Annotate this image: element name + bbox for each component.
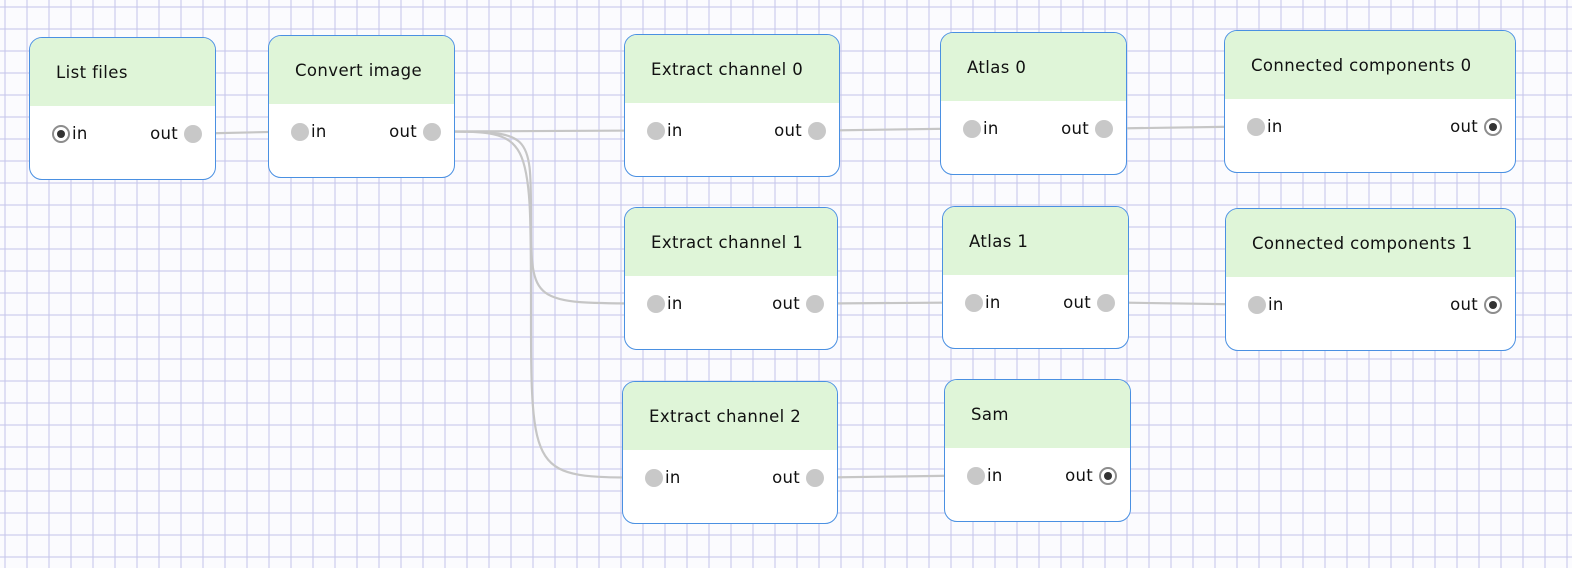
port-connected-icon: [1484, 117, 1502, 136]
port-label: in: [987, 466, 1003, 485]
port-label: out: [150, 124, 178, 143]
node-title: List files: [56, 62, 128, 82]
output-port[interactable]: out: [774, 121, 826, 140]
node-header: List files: [30, 38, 215, 106]
node-header: Connected components 1: [1226, 209, 1515, 277]
node-header: Sam: [945, 380, 1130, 448]
port-icon: [647, 121, 665, 140]
output-port[interactable]: out: [1065, 466, 1117, 485]
node-title: Convert image: [295, 60, 423, 80]
output-port[interactable]: out: [1450, 295, 1502, 314]
node-extract-channel-2[interactable]: Extract channel 2 in out: [622, 381, 838, 524]
port-label: out: [772, 294, 800, 313]
port-label: in: [1268, 295, 1284, 314]
port-icon: [1095, 119, 1113, 138]
node-header: Atlas 0: [941, 33, 1126, 101]
node-title: Extract channel 0: [651, 59, 804, 79]
port-label: out: [1065, 466, 1093, 485]
input-port[interactable]: in: [965, 293, 1001, 312]
port-label: out: [389, 122, 417, 141]
port-icon: [184, 124, 202, 143]
node-connected-components-1[interactable]: Connected components 1 in out: [1225, 208, 1516, 351]
port-icon: [963, 119, 981, 138]
port-label: in: [72, 124, 88, 143]
input-port[interactable]: in: [967, 466, 1003, 485]
node-convert-image[interactable]: Convert image in out: [268, 35, 455, 178]
port-label: in: [667, 121, 683, 140]
node-extract-channel-1[interactable]: Extract channel 1 in out: [624, 207, 838, 350]
port-label: in: [983, 119, 999, 138]
port-icon: [967, 466, 985, 485]
node-title: Extract channel 1: [651, 232, 804, 252]
node-title: Connected components 1: [1252, 233, 1473, 253]
node-title: Extract channel 2: [649, 406, 802, 426]
node-header: Connected components 0: [1225, 31, 1515, 99]
port-icon: [291, 122, 309, 141]
output-port[interactable]: out: [1061, 119, 1113, 138]
output-port[interactable]: out: [772, 294, 824, 313]
input-port[interactable]: in: [1248, 295, 1284, 314]
edge-extract_channel_2-to-sam[interactable]: [823, 474, 968, 479]
node-atlas-0[interactable]: Atlas 0 in out: [940, 32, 1127, 175]
node-title: Connected components 0: [1251, 55, 1472, 75]
port-icon: [1247, 117, 1265, 136]
port-icon: [1248, 295, 1266, 314]
node-atlas-1[interactable]: Atlas 1 in out: [942, 206, 1129, 349]
node-connected-components-0[interactable]: Connected components 0 in out: [1224, 30, 1516, 173]
port-connected-icon: [52, 124, 70, 143]
port-label: in: [667, 294, 683, 313]
port-label: in: [1267, 117, 1283, 136]
port-label: out: [772, 468, 800, 487]
edge-extract_channel_1-to-atlas_1[interactable]: [823, 301, 966, 305]
output-port[interactable]: out: [389, 122, 441, 141]
edge-convert_image-to-extract_channel_2[interactable]: [440, 130, 646, 479]
node-extract-channel-0[interactable]: Extract channel 0 in out: [624, 34, 840, 177]
port-label: in: [311, 122, 327, 141]
input-port[interactable]: in: [52, 124, 88, 143]
port-label: in: [985, 293, 1001, 312]
node-title: Sam: [971, 404, 1009, 424]
node-sam[interactable]: Sam in out: [944, 379, 1131, 522]
input-port[interactable]: in: [647, 294, 683, 313]
node-header: Extract channel 2: [623, 382, 837, 450]
port-label: out: [1450, 117, 1478, 136]
port-icon: [1097, 293, 1115, 312]
port-connected-icon: [1484, 295, 1502, 314]
port-icon: [965, 293, 983, 312]
port-label: out: [1061, 119, 1089, 138]
node-title: Atlas 1: [969, 231, 1029, 251]
port-label: out: [1063, 293, 1091, 312]
input-port[interactable]: in: [645, 468, 681, 487]
input-port[interactable]: in: [647, 121, 683, 140]
port-label: out: [774, 121, 802, 140]
output-port[interactable]: out: [772, 468, 824, 487]
output-port[interactable]: out: [1063, 293, 1115, 312]
node-header: Extract channel 0: [625, 35, 839, 103]
output-port[interactable]: out: [150, 124, 202, 143]
port-connected-icon: [1099, 466, 1117, 485]
port-label: in: [665, 468, 681, 487]
input-port[interactable]: in: [1247, 117, 1283, 136]
port-label: out: [1450, 295, 1478, 314]
port-icon: [808, 121, 826, 140]
output-port[interactable]: out: [1450, 117, 1502, 136]
node-header: Atlas 1: [943, 207, 1128, 275]
port-icon: [806, 468, 824, 487]
edge-convert_image-to-extract_channel_1[interactable]: [440, 130, 648, 305]
port-icon: [423, 122, 441, 141]
node-title: Atlas 0: [967, 57, 1027, 77]
port-icon: [647, 294, 665, 313]
port-icon: [806, 294, 824, 313]
node-header: Convert image: [269, 36, 454, 104]
node-list-files[interactable]: List files in out: [29, 37, 216, 180]
input-port[interactable]: in: [963, 119, 999, 138]
input-port[interactable]: in: [291, 122, 327, 141]
node-header: Extract channel 1: [625, 208, 837, 276]
port-icon: [645, 468, 663, 487]
